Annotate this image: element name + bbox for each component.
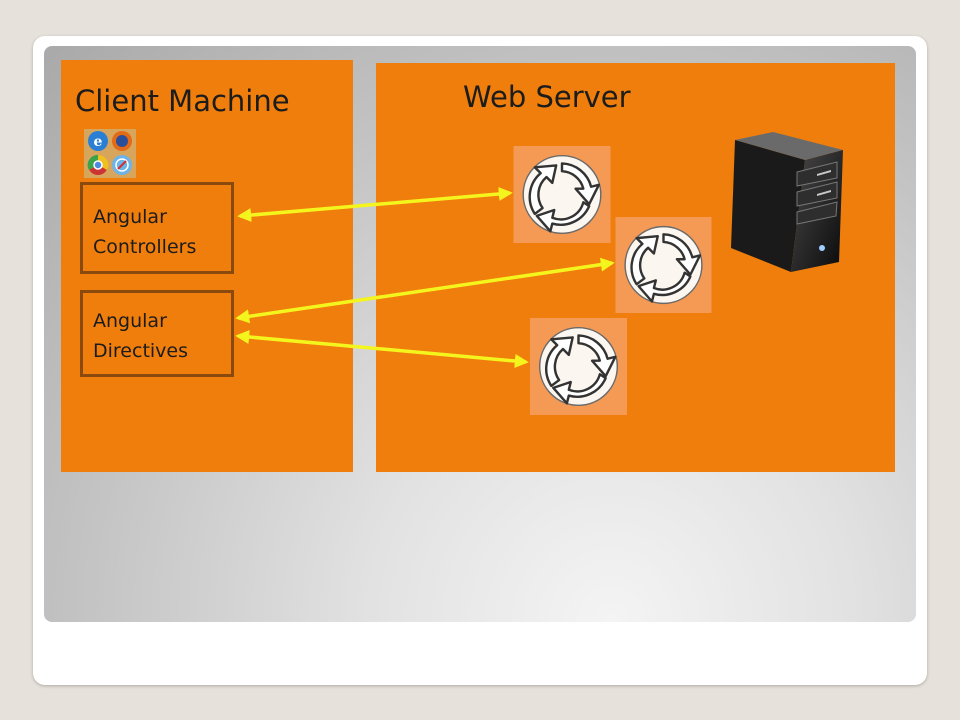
- web-server-title: Web Server: [463, 80, 631, 114]
- browser-logos-icon: e: [84, 129, 136, 178]
- angular-controllers-box: Angular Controllers: [80, 182, 234, 274]
- sync-cycle-icon: [513, 146, 611, 243]
- angular-directives-box: Angular Directives: [80, 290, 234, 377]
- client-machine-title: Client Machine: [75, 84, 290, 118]
- angular-controllers-label: Angular Controllers: [93, 206, 197, 258]
- svg-text:e: e: [94, 134, 103, 150]
- sync-cycle-icon: [530, 318, 627, 415]
- server-tower-icon: [731, 132, 843, 272]
- angular-directives-label: Angular Directives: [93, 310, 188, 362]
- sync-cycle-icon: [615, 217, 712, 313]
